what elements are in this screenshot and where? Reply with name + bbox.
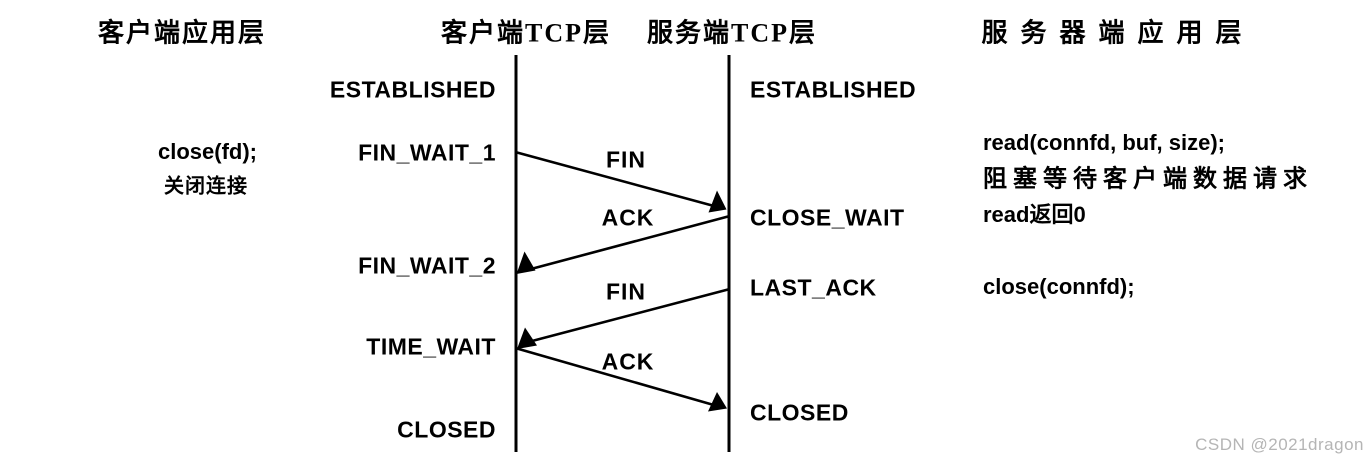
server-state-close-wait: CLOSE_WAIT [750,204,905,231]
fin1-arrowhead-icon [708,190,727,213]
client-state-closed: CLOSED [397,416,496,443]
server-note-read-call: read(connfd, buf, size); [983,130,1225,155]
client-note-close-desc: 关闭连接 [164,175,248,198]
message-label-ack2: ACK [601,348,655,375]
ack1-arrowhead-icon [516,251,536,274]
server-note-close-call: close(connfd); [983,274,1135,299]
server-state-closed: CLOSED [750,399,849,426]
fin1-arrow-line [516,151,715,208]
message-label-ack1: ACK [601,204,655,231]
client-state-time-wait: TIME_WAIT [366,333,496,360]
header-client-app-layer: 客户端应用层 [97,18,267,48]
ack2-arrow-line [516,347,713,406]
server-state-established: ESTABLISHED [750,76,917,103]
message-label-fin1: FIN [605,146,647,173]
header-server-app-layer: 服务器端应用层 [981,18,1255,48]
server-note-read-desc: 阻塞等待客户端数据请求 [983,166,1313,193]
client-state-established: ESTABLISHED [329,76,496,103]
fin2-arrowhead-icon [517,327,537,349]
fin2-arrow-line [531,288,729,343]
ack1-arrow-line [530,215,729,271]
ack2-arrowhead-icon [708,392,727,412]
client-state-fin-wait-1: FIN_WAIT_1 [358,139,496,166]
client-note-close-call: close(fd); [158,139,257,164]
header-client-tcp-layer: 客户端TCP层 [440,18,612,48]
header-server-tcp-layer: 服务端TCP层 [646,18,818,48]
message-label-fin2: FIN [605,278,647,305]
csdn-watermark: CSDN @2021dragon [1195,435,1364,454]
server-state-last-ack: LAST_ACK [750,274,877,301]
client-state-fin-wait-2: FIN_WAIT_2 [358,252,496,279]
server-note-read-return: read返回0 [983,202,1086,227]
